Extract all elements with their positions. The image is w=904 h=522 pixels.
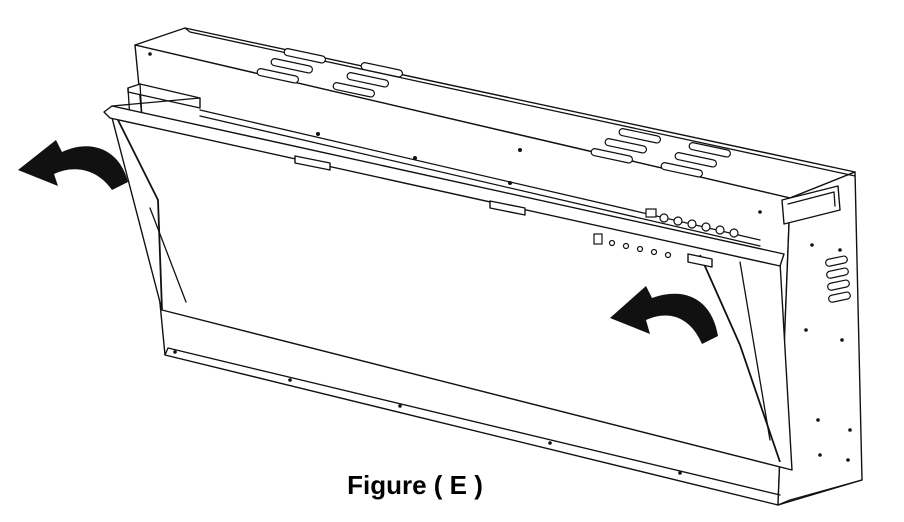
screw-dots [148,52,762,475]
top-vents-left [256,48,404,98]
glass-top-rail [103,105,785,267]
handle-cutout [781,185,841,225]
rotate-arrow-left-icon [18,140,128,190]
control-strip [193,103,761,247]
front-glass-panel [103,83,793,471]
rotate-arrow-right-icon [610,286,718,344]
rail-tab-3 [687,253,713,268]
top-vents-right [590,128,732,178]
rail-tab-1 [294,155,331,171]
rail-tab-2 [489,200,526,216]
figure-caption: Figure ( E ) [347,470,483,500]
